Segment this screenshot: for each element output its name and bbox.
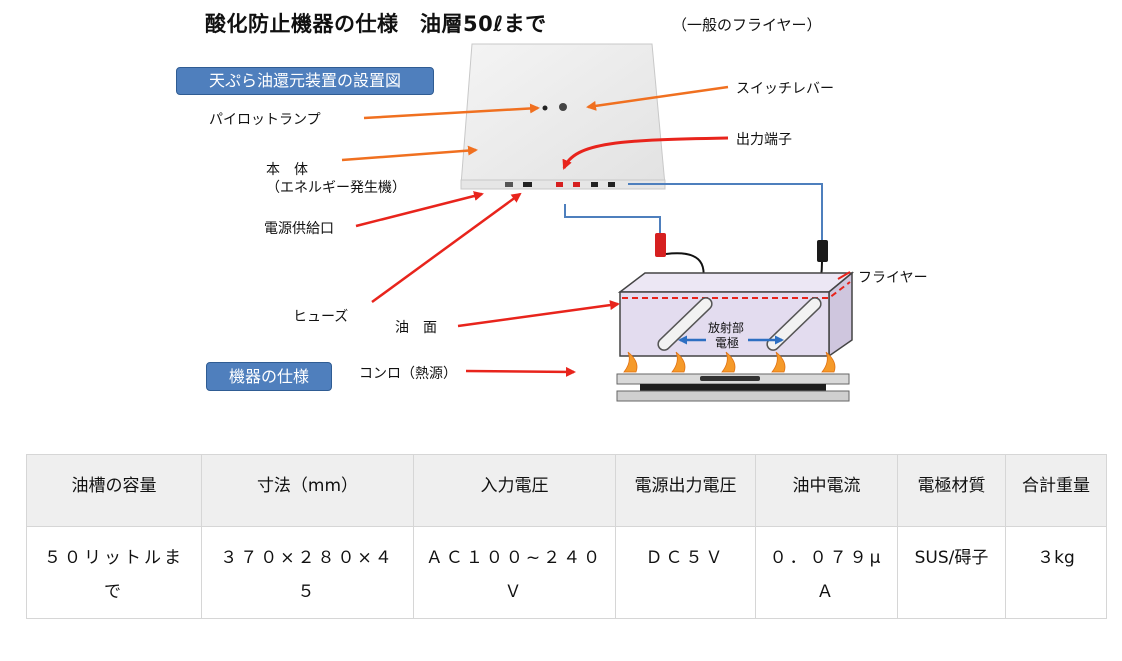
fuse-label: ヒューズ — [293, 309, 349, 325]
header-cell-output-voltage: 電源出力電圧 — [615, 454, 756, 527]
cables — [564, 183, 823, 243]
page-title: 酸化防止機器の仕様 油層50ℓまで — [205, 12, 547, 36]
terminal-icon — [556, 182, 563, 187]
red-plug-icon — [655, 233, 666, 257]
electrode-left-icon — [657, 297, 713, 351]
terminal-icon — [573, 182, 580, 187]
header-cell-input-voltage: 入力電圧 — [413, 454, 616, 527]
cell-dimensions: ３７０×２８０×４５ — [201, 526, 414, 619]
table-row: ５０リットルまで ３７０×２８０×４５ ＡＣ１００~２４０Ｖ ＤＣ５Ｖ ０．０７… — [26, 526, 1107, 619]
header-cell-dimensions: 寸法（mm） — [201, 454, 414, 527]
fuse-icon — [523, 182, 532, 187]
spec-table: 油槽の容量 寸法（mm） 入力電圧 電源出力電圧 油中電流 電極材質 合計重量 … — [26, 454, 1107, 619]
fryer-label: フライヤー — [858, 270, 928, 286]
power-inlet-label: 電源供給口 — [264, 221, 334, 237]
install-diagram-label: 天ぷら油還元装置の設置図 — [176, 67, 434, 95]
pilot-lamp-icon — [542, 105, 548, 111]
header-cell-electrode-material: 電極材質 — [897, 454, 1006, 527]
pilot-lamp-label: パイロットランプ — [209, 112, 321, 128]
body-sublabel: （エネルギー発生機） — [266, 180, 406, 196]
cell-capacity: ５０リットルまで — [26, 526, 202, 619]
header-cell-oil-current: 油中電流 — [755, 454, 898, 527]
terminal-icon — [608, 182, 615, 187]
cell-input-voltage: ＡＣ１００~２４０Ｖ — [413, 526, 616, 619]
oil-surface-label: 油 面 — [395, 320, 437, 336]
page-subtitle: （一般のフライヤー） — [672, 16, 822, 34]
stove-label: コンロ（熱源） — [359, 366, 457, 382]
output-terminal-label: 出力端子 — [736, 132, 792, 148]
installation-diagram — [341, 43, 855, 402]
terminal-icon — [591, 182, 598, 187]
body-label: 本 体 — [266, 162, 308, 178]
switch-lever-icon — [559, 103, 567, 111]
stove — [616, 373, 850, 402]
electrode-sublabel: 電極 — [715, 336, 740, 350]
cell-electrode-material: SUS/碍子 — [897, 526, 1006, 619]
cell-output-voltage: ＤＣ５Ｖ — [615, 526, 756, 619]
flame-icons — [623, 351, 836, 373]
spec-section-label: 機器の仕様 — [206, 362, 332, 391]
header-cell-weight: 合計重量 — [1005, 454, 1107, 527]
electrode-label: 放射部 — [708, 321, 745, 335]
black-plug-icon — [817, 240, 828, 262]
cell-weight: ３kg — [1005, 526, 1107, 619]
header-cell-capacity: 油槽の容量 — [26, 454, 202, 527]
spec-header-row: 油槽の容量 寸法（mm） 入力電圧 電源出力電圧 油中電流 電極材質 合計重量 — [26, 454, 1107, 527]
fryer-tank — [617, 271, 855, 358]
power-inlet-icon — [505, 182, 513, 187]
switch-lever-label: スイッチレバー — [736, 81, 834, 97]
cell-oil-current: ０．０７９μＡ — [755, 526, 898, 619]
